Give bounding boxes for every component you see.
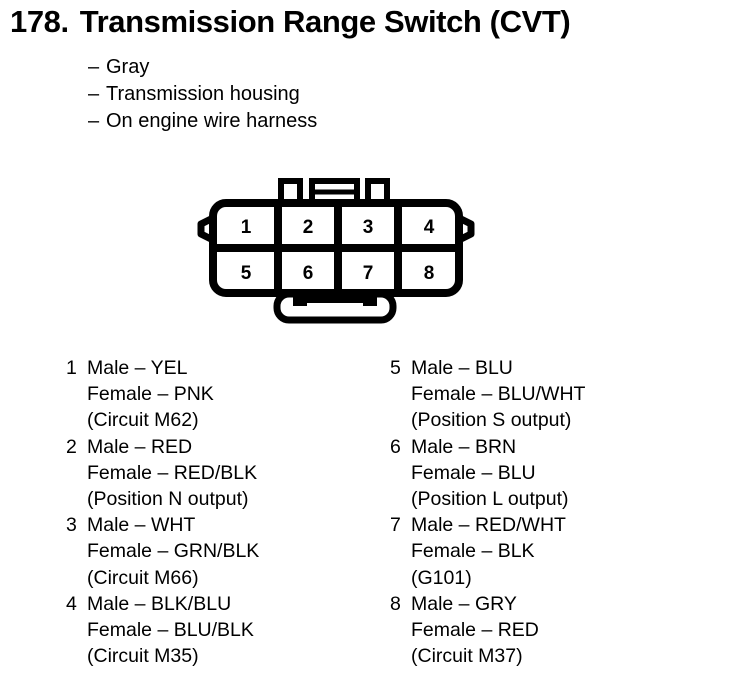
pin-entry-lines: Male – RED/WHT Female – BLK (G101) — [411, 512, 585, 591]
pin-entry-index: 8 — [390, 592, 401, 615]
connector-pin-8: 8 — [424, 263, 435, 284]
pin-entry-lines: Male – BLK/BLU Female – BLU/BLK (Circuit… — [87, 591, 259, 670]
pin-entry: 2 Male – RED Female – RED/BLK (Position … — [66, 434, 259, 513]
pin-entry-index: 4 — [66, 592, 77, 615]
pin-entry-female: Female – BLU — [411, 461, 536, 484]
pin-entry-male: Male – BLK/BLU — [87, 592, 232, 615]
connector-pin-7: 7 — [363, 263, 374, 284]
pin-entry-index: 2 — [66, 435, 77, 458]
spec-list-item: – Gray — [88, 54, 317, 81]
pin-entry-lines: Male – GRY Female – RED (Circuit M37) — [411, 591, 585, 670]
pin-entry-lines: Male – BLU Female – BLU/WHT (Position S … — [411, 355, 585, 434]
pin-entry: 1 Male – YEL Female – PNK (Circuit M62) — [66, 355, 259, 434]
connector-pin-3: 3 — [363, 217, 374, 238]
page-title-text: Transmission Range Switch (CVT) — [79, 4, 571, 39]
pin-entry-male: Male – BLU — [411, 357, 513, 379]
pin-entry: 5 Male – BLU Female – BLU/WHT (Position … — [390, 355, 585, 434]
pin-entry-note: (Position S output) — [411, 409, 572, 432]
connector-pin-2: 2 — [303, 217, 314, 238]
spec-list-item-label: Transmission housing — [106, 83, 300, 105]
spec-list-item: – On engine wire harness — [88, 108, 317, 135]
pin-entry-note: (Circuit M35) — [87, 645, 199, 668]
page-title: 178. Transmission Range Switch (CVT) — [10, 4, 745, 40]
dash-icon: – — [88, 56, 100, 78]
pin-entry: 3 Male – WHT Female – GRN/BLK (Circuit M… — [66, 512, 259, 591]
pin-entry-index: 6 — [390, 435, 401, 458]
pin-entry: 4 Male – BLK/BLU Female – BLU/BLK (Circu… — [66, 591, 259, 670]
connector-pin-6: 6 — [303, 263, 314, 284]
pin-entry: 8 Male – GRY Female – RED (Circuit M37) — [390, 591, 585, 670]
pin-entry-male: Male – GRY — [411, 592, 517, 615]
pin-entry: 7 Male – RED/WHT Female – BLK (G101) — [390, 512, 585, 591]
pin-legend-right: 5 Male – BLU Female – BLU/WHT (Position … — [390, 355, 585, 669]
spec-list-item-label: On engine wire harness — [106, 110, 318, 132]
pin-entry-lines: Male – RED Female – RED/BLK (Position N … — [87, 434, 259, 513]
pin-entry-note: (Circuit M66) — [87, 566, 199, 589]
pin-entry-note: (Circuit M37) — [411, 645, 523, 668]
pin-entry: 6 Male – BRN Female – BLU (Position L ou… — [390, 434, 585, 513]
pin-legend-left: 1 Male – YEL Female – PNK (Circuit M62) … — [66, 355, 259, 669]
pin-entry-female: Female – RED/BLK — [87, 461, 258, 484]
pin-entry-male: Male – BRN — [411, 435, 517, 458]
pin-entry-index: 3 — [66, 514, 77, 537]
pin-entry-female: Female – PNK — [87, 383, 214, 406]
pin-entry-note: (Position N output) — [87, 488, 249, 511]
dash-icon: – — [88, 110, 100, 132]
pin-entry-female: Female – BLU/BLK — [87, 619, 254, 642]
connector-bottom-tab-slot — [307, 296, 363, 303]
pin-entry-index: 5 — [390, 357, 401, 379]
pin-entry-female: Female – GRN/BLK — [87, 540, 260, 563]
pin-entry-male: Male – WHT — [87, 514, 196, 537]
page-title-number: 178. — [10, 4, 69, 39]
spec-list-item-label: Gray — [106, 56, 150, 78]
pin-entry-male: Male – YEL — [87, 357, 188, 379]
pin-entry-lines: Male – WHT Female – GRN/BLK (Circuit M66… — [87, 512, 259, 591]
pin-entry-lines: Male – YEL Female – PNK (Circuit M62) — [87, 355, 259, 434]
connector-diagram: 1 2 3 4 5 6 7 8 — [196, 172, 476, 327]
pin-entry-male: Male – RED — [87, 435, 193, 458]
pin-entry-lines: Male – BRN Female – BLU (Position L outp… — [411, 434, 585, 513]
pin-entry-female: Female – BLK — [411, 540, 535, 563]
pin-entry-note: (Position L output) — [411, 488, 569, 511]
connector-pin-4: 4 — [424, 217, 435, 238]
connector-pin-5: 5 — [241, 263, 252, 284]
pin-entry-female: Female – BLU/WHT — [411, 383, 586, 406]
pin-entry-male: Male – RED/WHT — [411, 514, 566, 537]
pin-entry-index: 7 — [390, 514, 401, 537]
spec-list: – Gray – Transmission housing – On engin… — [88, 54, 317, 135]
connector-pin-1: 1 — [241, 217, 252, 238]
dash-icon: – — [88, 83, 100, 105]
pin-entry-note: (G101) — [411, 566, 472, 589]
pin-entry-female: Female – RED — [411, 619, 539, 642]
pin-entry-note: (Circuit M62) — [87, 409, 199, 432]
pin-entry-index: 1 — [66, 357, 77, 379]
spec-list-item: – Transmission housing — [88, 81, 317, 108]
